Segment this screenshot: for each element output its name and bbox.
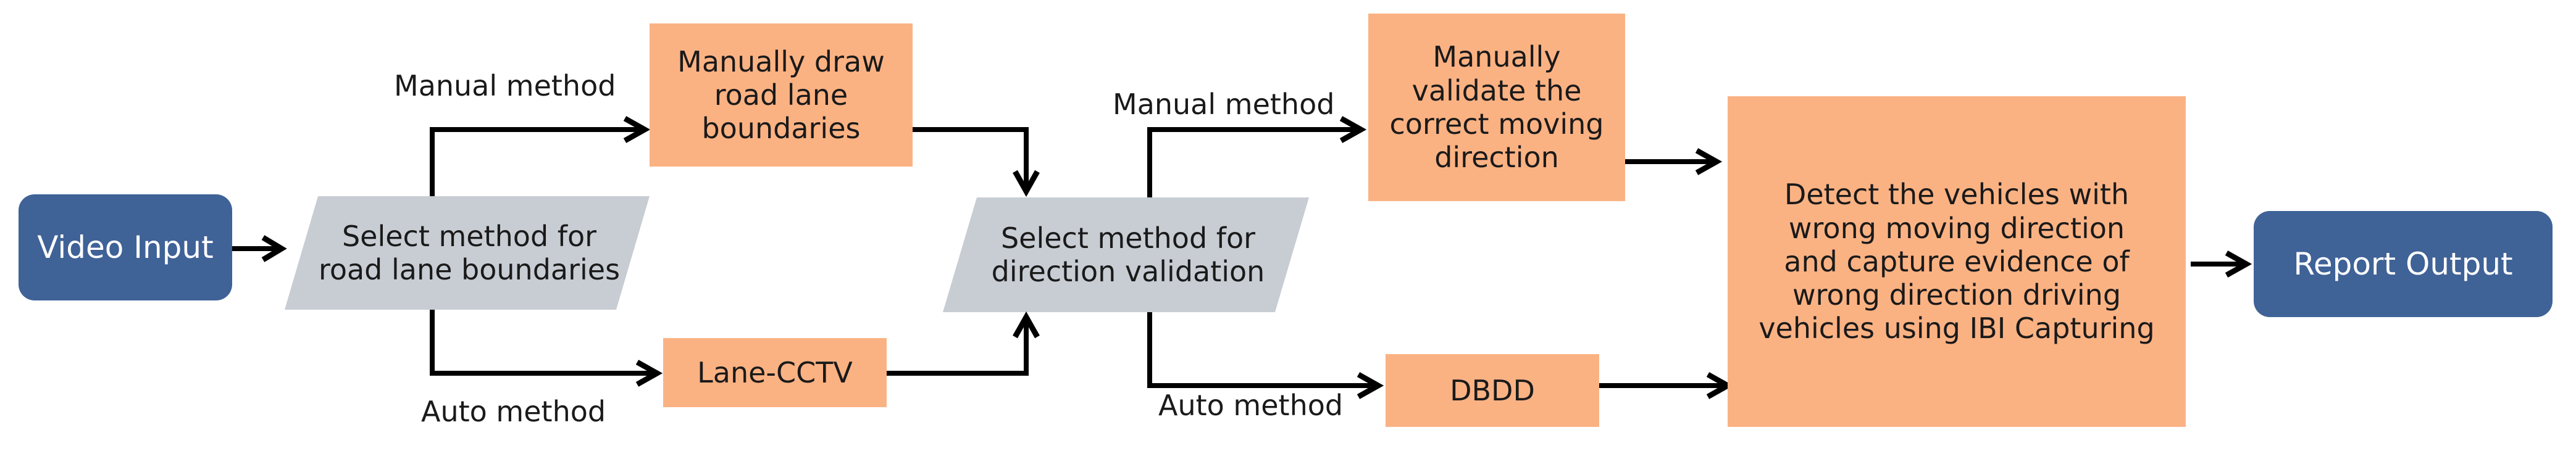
- dbdd-label: DBDD: [1450, 373, 1535, 407]
- manual-validate-node: Manually validate the correct moving dir…: [1368, 14, 1625, 201]
- auto-method-label-1: Auto method: [421, 395, 606, 428]
- lane-method-decision-shape: [285, 196, 650, 310]
- arrow-direction-to-manual-validate: [1147, 127, 1358, 197]
- arrow-manual-to-direction-select: [913, 127, 1029, 186]
- detect-vehicles-label: Detect the vehicles with wrong moving di…: [1758, 178, 2155, 345]
- video-input-node: Video Input: [19, 194, 232, 300]
- report-output-node: Report Output: [2254, 211, 2553, 317]
- manual-method-label-1: Manual method: [394, 69, 616, 102]
- lane-cctv-label: Lane-CCTV: [697, 355, 853, 389]
- select-direction-method-node: Select method for direction validation: [964, 197, 1292, 312]
- manual-validate-label: Manually validate the correct moving dir…: [1389, 40, 1604, 175]
- arrow-lane-select-to-manual: [430, 127, 642, 196]
- manual-draw-label: Manually draw road lane boundaries: [677, 44, 885, 146]
- select-lane-method-node: Select method for road lane boundaries: [309, 196, 630, 310]
- select-direction-method-label: Select method for direction validation: [991, 221, 1265, 288]
- detect-vehicles-node: Detect the vehicles with wrong moving di…: [1728, 96, 2186, 427]
- manual-draw-node: Manually draw road lane boundaries: [650, 23, 913, 167]
- select-lane-method-label: Select method for road lane boundaries: [318, 219, 621, 286]
- arrow-lanecctv-to-direction-select: [887, 322, 1029, 376]
- lane-cctv-node: Lane-CCTV: [663, 338, 887, 407]
- direction-method-decision-shape: [943, 197, 1309, 312]
- report-output-label: Report Output: [2293, 246, 2513, 282]
- arrow-lane-select-to-lanecctv: [430, 310, 654, 376]
- dbdd-node: DBDD: [1386, 354, 1599, 427]
- video-input-label: Video Input: [37, 229, 214, 265]
- arrow-direction-to-dbdd: [1147, 312, 1376, 388]
- auto-method-label-2: Auto method: [1158, 389, 1344, 422]
- manual-method-label-2: Manual method: [1113, 88, 1335, 121]
